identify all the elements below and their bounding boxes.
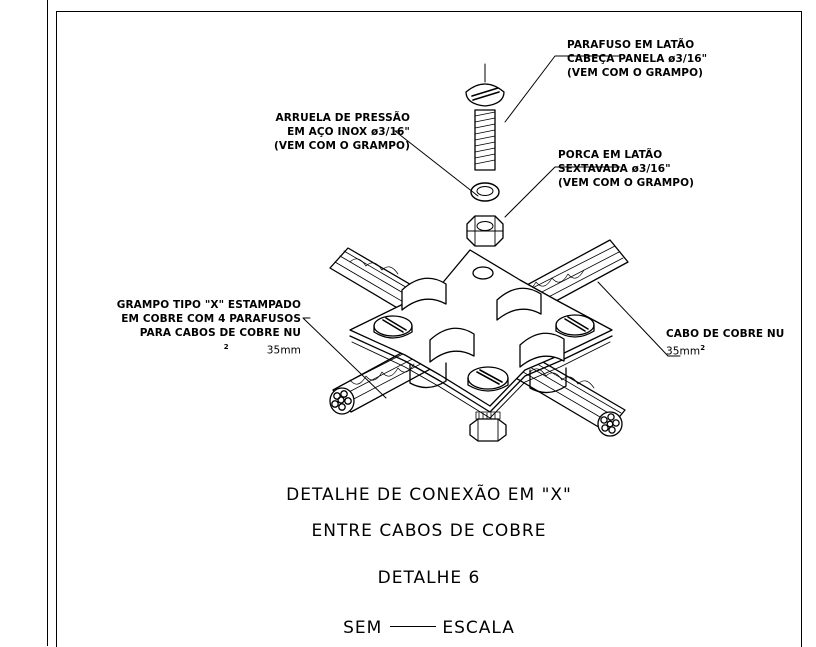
drawing-border-outer — [47, 0, 816, 646]
clamp-callout-line-2: EM COBRE COM 4 PARAFUSOS — [121, 313, 301, 325]
leader-lines — [302, 55, 681, 399]
brass-screw — [465, 63, 505, 171]
nut-callout-line-2: SEXTAVADA ø3/16" — [558, 163, 671, 175]
cable-callout-line-2: 35mm2 — [666, 341, 784, 359]
cable-callout-size: 35mm — [666, 345, 701, 358]
washer-callout-line-3: (VEM COM O GRAMPO) — [273, 140, 410, 152]
drawing-border-inner — [56, 11, 802, 647]
clamp-callout: GRAMPO TIPO "X" ESTAMPADO EM COBRE COM 4… — [88, 298, 301, 358]
scale-dash — [390, 625, 437, 627]
screw-callout-line-1: PARAFUSO EM LATÃO — [567, 39, 695, 51]
x-clamp-plate — [349, 249, 613, 419]
washer-callout-line-1: ARRUELA DE PRESSÃO — [275, 112, 410, 124]
cable-callout-line-1: CABO DE COBRE NU — [666, 328, 785, 340]
screw-callout-line-2: CABEÇA PANELA ø3/16" — [567, 53, 708, 65]
drawing-title-line-2: ENTRE CABOS DE COBRE — [311, 521, 547, 541]
washer-callout-line-2: EM AÇO INOX ø3/16" — [287, 126, 410, 138]
clamp-screw-heads — [373, 314, 595, 442]
cable-callout-exponent: 2 — [700, 344, 706, 352]
cable-callout: CABO DE COBRE NU 35mm2 — [666, 327, 784, 359]
scale-note: SEM ESCALA — [56, 618, 802, 638]
nut-callout: PORCA EM LATÃO SEXTAVADA ø3/16" (VEM COM… — [558, 148, 694, 190]
scale-note-left: SEM — [343, 618, 383, 638]
nut-callout-line-1: PORCA EM LATÃO — [558, 149, 663, 161]
hex-nut — [466, 215, 504, 247]
lock-washer — [470, 182, 500, 202]
scale-note-right: ESCALA — [442, 618, 515, 638]
clamp-callout-line-3: PARA CABOS DE COBRE NU — [139, 327, 301, 339]
screw-callout: PARAFUSO EM LATÃO CABEÇA PANELA ø3/16" (… — [567, 38, 707, 80]
screw-callout-line-3: (VEM COM O GRAMPO) — [567, 67, 704, 79]
clamp-callout-line-4: 2 35mm — [88, 340, 301, 358]
nut-callout-line-3: (VEM COM O GRAMPO) — [558, 177, 695, 189]
washer-callout: ARRUELA DE PRESSÃO EM AÇO INOX ø3/16" (V… — [236, 111, 410, 153]
detail-number: DETALHE 6 — [377, 568, 481, 588]
clamp-callout-line-1: GRAMPO TIPO "X" ESTAMPADO — [116, 299, 301, 311]
clamp-callout-size: 35mm — [266, 344, 301, 357]
clamp-callout-exponent: 2 — [223, 343, 229, 351]
drawing-title-line-1: DETALHE DE CONEXÃO EM "X" — [286, 485, 572, 505]
